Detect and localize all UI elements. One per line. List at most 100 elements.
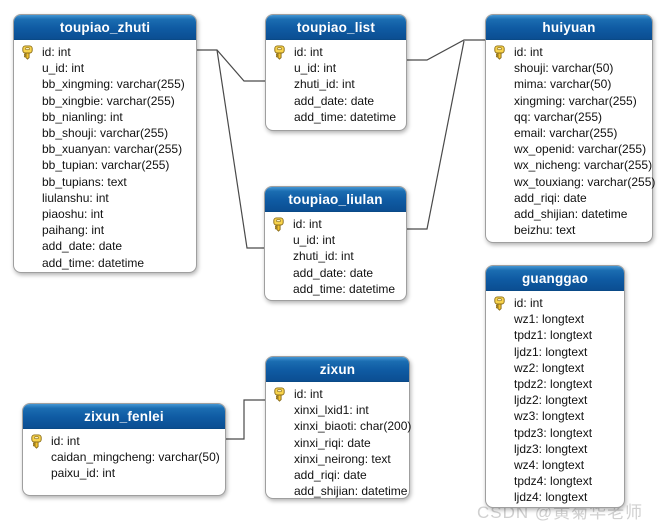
field-text: u_id: int: [293, 233, 336, 248]
primary-key-icon: [29, 434, 44, 449]
field-row[interactable]: wx_openid: varchar(255): [486, 141, 652, 157]
field-row[interactable]: xinxi_biaoti: char(200): [266, 418, 411, 434]
field-text: liulanshu: int: [42, 190, 109, 205]
field-row[interactable]: add_date: date: [14, 238, 196, 254]
field-text: qq: varchar(255): [514, 109, 603, 124]
table-node-zixun_fenlei[interactable]: zixun_fenlei id: int: [22, 403, 226, 496]
field-row[interactable]: add_date: date: [265, 265, 406, 281]
field-row[interactable]: xinxi_riqi: date: [266, 435, 409, 451]
table-node-zixun[interactable]: zixun id: int: [265, 356, 411, 499]
table-body: id: int wz1: longtext: [486, 291, 624, 505]
field-row[interactable]: mima: varchar(50): [486, 76, 652, 92]
field-row[interactable]: beizhu: text: [486, 222, 652, 238]
field-row[interactable]: wz4: longtext: [486, 457, 624, 473]
field-row[interactable]: bb_tupian: varchar(255): [14, 157, 196, 173]
field-row[interactable]: tpdz1: longtext: [486, 327, 624, 343]
field-text: wz4: longtext: [514, 457, 585, 472]
field-row[interactable]: bb_shouji: varchar(255): [14, 125, 196, 141]
field-text: id: int: [51, 434, 80, 449]
field-text: tpdz3: longtext: [514, 425, 593, 440]
field-row[interactable]: ljdz3: longtext: [486, 441, 624, 457]
field-row[interactable]: wz3: longtext: [486, 408, 624, 424]
field-row[interactable]: add_riqi: date: [266, 467, 409, 483]
field-text: id: int: [294, 387, 323, 402]
field-row[interactable]: wz2: longtext: [486, 360, 624, 376]
field-row[interactable]: id: int: [486, 44, 652, 60]
field-row[interactable]: tpdz3: longtext: [486, 425, 624, 441]
field-row[interactable]: piaoshu: int: [14, 206, 196, 222]
field-row[interactable]: wx_touxiang: varchar(255): [486, 174, 655, 190]
table-node-toupiao_zhuti[interactable]: toupiao_zhuti id: int: [13, 14, 197, 273]
field-row[interactable]: id: int: [265, 216, 406, 232]
field-row[interactable]: bb_xingbie: varchar(255): [14, 93, 196, 109]
field-text: wz3: longtext: [514, 409, 585, 424]
field-row[interactable]: add_date: date: [266, 93, 406, 109]
field-row[interactable]: tpdz4: longtext: [486, 473, 624, 489]
table-body: id: int shouji: varchar(50): [486, 40, 655, 238]
field-row[interactable]: xingming: varchar(255): [486, 93, 652, 109]
field-row[interactable]: add_time: datetime: [265, 281, 406, 297]
table-header[interactable]: huiyuan: [486, 15, 652, 40]
field-row[interactable]: paihang: int: [14, 222, 196, 238]
table-header[interactable]: toupiao_list: [266, 15, 406, 40]
field-row[interactable]: add_riqi: date: [486, 190, 652, 206]
table-node-toupiao_liulan[interactable]: toupiao_liulan id: int: [264, 186, 407, 301]
field-row[interactable]: liulanshu: int: [14, 190, 196, 206]
field-row[interactable]: add_time: datetime: [14, 254, 196, 270]
field-row[interactable]: zhuti_id: int: [266, 76, 406, 92]
field-row[interactable]: bb_xuanyan: varchar(255): [14, 141, 196, 157]
field-text: xinxi_lxid1: int: [294, 403, 369, 418]
field-row[interactable]: ljdz4: longtext: [486, 489, 624, 505]
field-row[interactable]: xinxi_lxid1: int: [266, 402, 409, 418]
field-row[interactable]: paixu_id: int: [23, 465, 225, 481]
field-row[interactable]: id: int: [266, 44, 406, 60]
field-row[interactable]: tpdz2: longtext: [486, 376, 624, 392]
table-header[interactable]: toupiao_zhuti: [14, 15, 196, 40]
field-text: xinxi_neirong: text: [294, 451, 391, 466]
field-text: add_time: datetime: [293, 281, 396, 296]
field-row[interactable]: id: int: [23, 433, 225, 449]
field-text: bb_xingbie: varchar(255): [42, 93, 175, 108]
field-row[interactable]: email: varchar(255): [486, 125, 652, 141]
field-row[interactable]: xinxi_neirong: text: [266, 451, 409, 467]
field-row[interactable]: id: int: [266, 386, 409, 402]
field-row[interactable]: u_id: int: [265, 232, 406, 248]
field-row[interactable]: bb_xingming: varchar(255): [14, 76, 196, 92]
field-row[interactable]: ljdz1: longtext: [486, 344, 624, 360]
table-node-guanggao[interactable]: guanggao id: int: [485, 265, 625, 508]
field-text: add_date: date: [42, 239, 123, 254]
field-row[interactable]: u_id: int: [14, 60, 196, 76]
field-row[interactable]: add_shijian: datetime: [486, 206, 652, 222]
primary-key-icon: [492, 296, 507, 311]
field-row[interactable]: zhuti_id: int: [265, 248, 406, 264]
connector-line-toupiao_list-huiyuan: [407, 39, 485, 61]
table-node-toupiao_list[interactable]: toupiao_list id: int: [265, 14, 407, 131]
table-title: huiyuan: [542, 19, 596, 35]
table-header[interactable]: guanggao: [486, 266, 624, 291]
field-row[interactable]: add_time: datetime: [266, 109, 406, 125]
field-text: add_time: datetime: [42, 255, 145, 270]
field-text: ljdz1: longtext: [514, 344, 588, 359]
field-row[interactable]: wz1: longtext: [486, 311, 624, 327]
field-row[interactable]: bb_tupians: text: [14, 174, 196, 190]
table-title: toupiao_liulan: [288, 191, 383, 207]
field-row[interactable]: qq: varchar(255): [486, 109, 652, 125]
field-row[interactable]: wx_nicheng: varchar(255): [486, 157, 652, 173]
field-row[interactable]: add_shijian: datetime: [266, 483, 409, 499]
field-row[interactable]: shouji: varchar(50): [486, 60, 652, 76]
field-text: mima: varchar(50): [514, 77, 612, 92]
table-header[interactable]: zixun_fenlei: [23, 404, 225, 429]
field-text: add_shijian: datetime: [294, 484, 408, 499]
field-row[interactable]: u_id: int: [266, 60, 406, 76]
table-node-huiyuan[interactable]: huiyuan id: int: [485, 14, 655, 243]
primary-key-icon: [272, 387, 287, 402]
table-header[interactable]: zixun: [266, 357, 409, 382]
field-row[interactable]: caidan_mingcheng: varchar(50): [23, 449, 225, 465]
field-row[interactable]: ljdz2: longtext: [486, 392, 624, 408]
field-row[interactable]: id: int: [14, 44, 196, 60]
table-header[interactable]: toupiao_liulan: [265, 187, 406, 212]
primary-key-icon: [20, 45, 35, 60]
field-row[interactable]: id: int: [486, 295, 624, 311]
field-row[interactable]: bb_nianling: int: [14, 109, 196, 125]
field-text: wz2: longtext: [514, 360, 585, 375]
